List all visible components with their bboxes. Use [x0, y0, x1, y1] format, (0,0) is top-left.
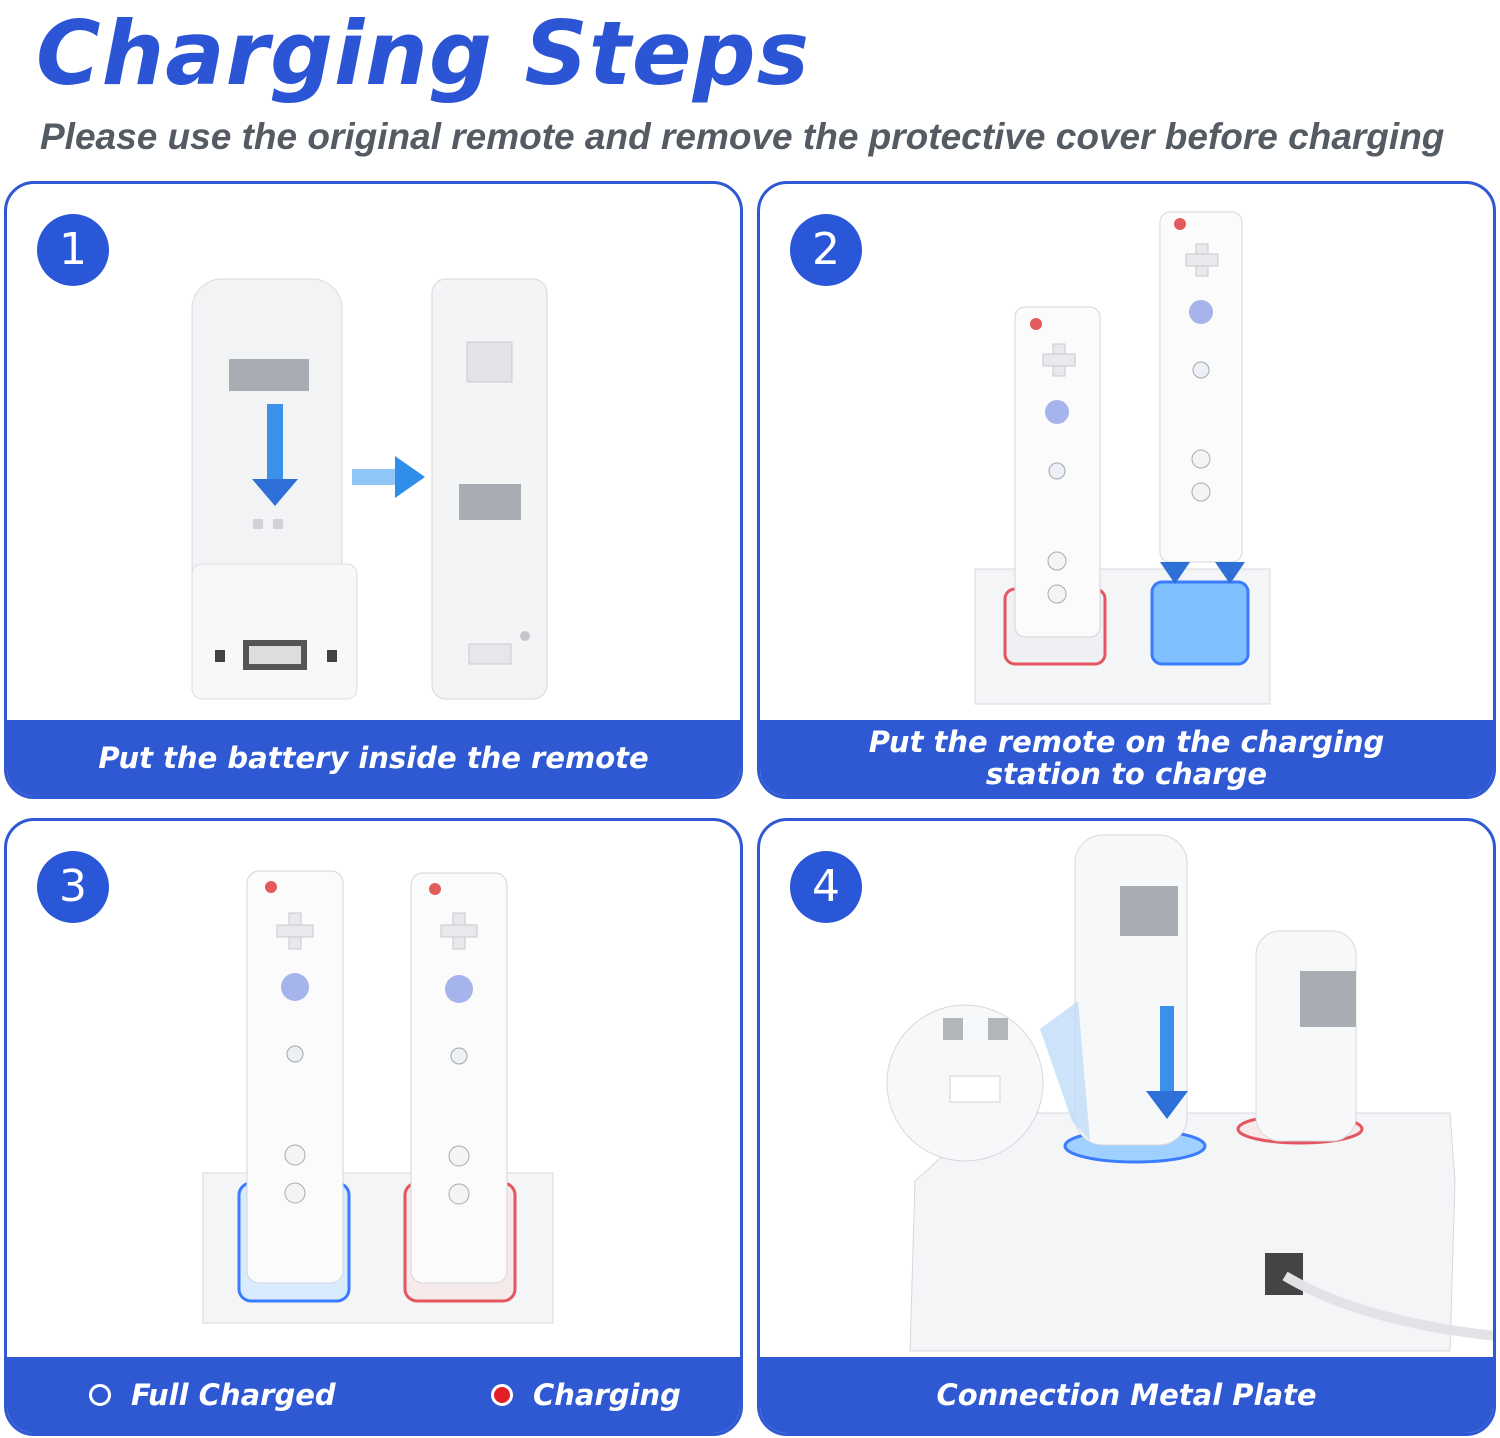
battery-pack-left-image	[1074, 834, 1188, 1146]
step-2-badge: 2	[790, 214, 862, 286]
remote-back-image	[431, 278, 548, 700]
step-2-panel: 2	[757, 181, 1496, 799]
step-1-caption: Put the battery inside the remote	[7, 720, 740, 796]
step-3-badge: 3	[37, 851, 109, 923]
remote-left-image	[246, 870, 344, 1284]
step-3-illustration	[202, 870, 554, 1324]
step-3-panel: 3 Full Cha	[4, 818, 743, 1436]
remote-right-image	[1159, 211, 1243, 563]
step-4-illustration	[886, 834, 1493, 1352]
page-title: Charging Steps	[36, 2, 810, 105]
step-1-panel: 1 Put	[4, 181, 743, 799]
step-4-badge: 4	[790, 851, 862, 923]
arrow-down-icon	[252, 404, 298, 506]
metal-plate-zoom-icon	[886, 1001, 1090, 1162]
arrow-down-icon	[1146, 1006, 1188, 1119]
step-3-legend: Full Charged Charging	[7, 1357, 740, 1433]
step-2-caption: Put the remote on the charging station t…	[760, 720, 1493, 796]
remote-left-image	[1014, 306, 1101, 638]
remote-right-image	[410, 872, 508, 1284]
arrow-down-icon	[1160, 562, 1245, 584]
page-subtitle: Please use the original remote and remov…	[40, 116, 1445, 157]
step-2-illustration	[974, 211, 1271, 705]
arrow-right-icon	[352, 456, 425, 498]
step-1-illustration	[191, 278, 548, 700]
legend-full-charged-label: Full Charged	[131, 1378, 336, 1412]
battery-pack-right-image	[1255, 930, 1357, 1142]
legend-charging: Charging	[491, 1378, 681, 1412]
legend-charging-label: Charging	[533, 1378, 681, 1412]
full-charged-indicator-icon	[89, 1384, 111, 1406]
step-4-panel: 4 Connection Metal Plate	[757, 818, 1496, 1436]
step-2-caption-text: Put the remote on the charging station t…	[868, 725, 1385, 791]
legend-full-charged: Full Charged	[89, 1378, 336, 1412]
step-1-badge: 1	[37, 214, 109, 286]
charging-indicator-icon	[491, 1384, 513, 1406]
step-4-caption: Connection Metal Plate	[760, 1357, 1493, 1433]
